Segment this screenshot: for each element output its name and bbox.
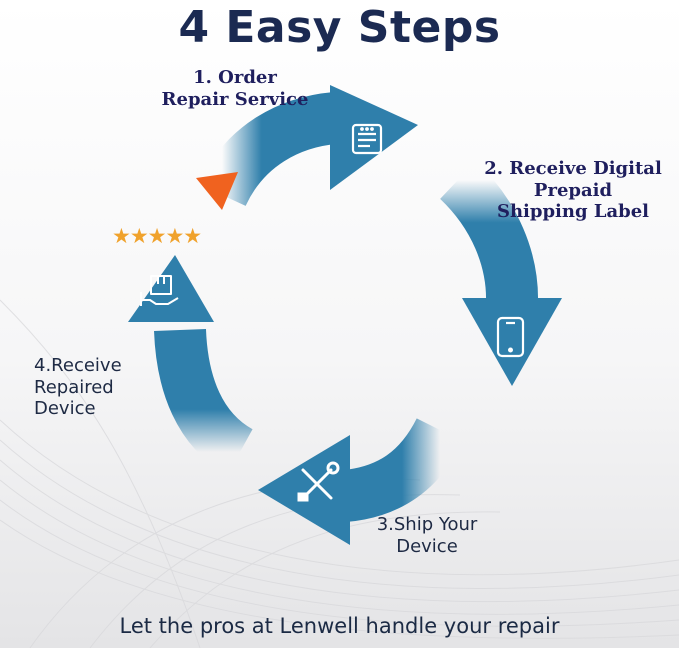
- package-hand-icon: [140, 275, 179, 306]
- arrow-step-2: [439, 161, 562, 386]
- step-4-line-2: Repaired: [34, 376, 114, 398]
- step-1-line-2: Repair Service: [161, 88, 309, 110]
- step-2-label: 2. Receive Digital Prepaid Shipping Labe…: [470, 158, 676, 223]
- step-4-line-3: Device: [34, 398, 96, 420]
- step-4-label: 4.Receive Repaired Device: [34, 355, 184, 420]
- order-form-icon: [351, 123, 383, 155]
- step-3-line-1: 3.Ship Your: [376, 514, 478, 535]
- page-title: 4 Easy Steps: [178, 2, 501, 53]
- step-1-label: 1. Order Repair Service: [140, 67, 330, 110]
- tools-icon: [297, 461, 340, 502]
- step-4-line-1: 4.Receive: [34, 355, 122, 376]
- arrow-step-4: [128, 255, 254, 475]
- step-2-line-2: Prepaid: [533, 179, 613, 201]
- rating-stars: ★★★★★: [112, 224, 202, 248]
- step-3-label: 3.Ship Your Device: [352, 514, 502, 557]
- step-2-line-3: Shipping Label: [496, 201, 650, 223]
- step-1-line-1: 1. Order: [193, 67, 277, 88]
- arrow-step-3: [258, 417, 464, 545]
- accent-triangle: [196, 172, 238, 210]
- step-2-line-1: 2. Receive Digital: [484, 158, 662, 179]
- step-3-line-2: Device: [396, 535, 458, 557]
- smartphone-icon: [496, 316, 525, 358]
- footer-tagline: Let the pros at Lenwell handle your repa…: [119, 614, 560, 638]
